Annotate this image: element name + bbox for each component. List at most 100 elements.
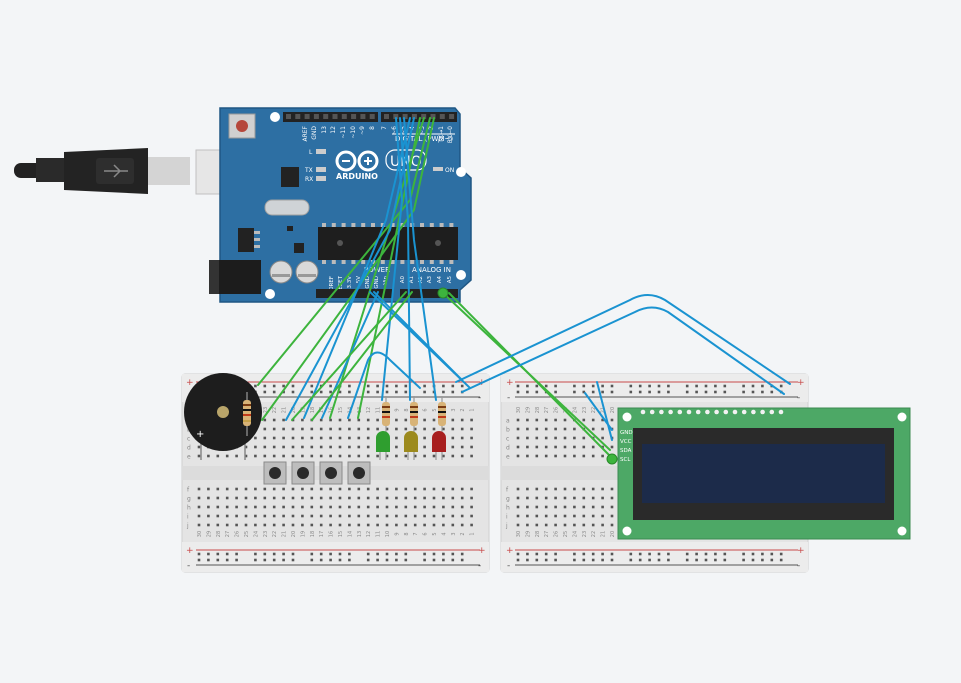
breadboard-hole[interactable] (685, 558, 689, 562)
breadboard-hole[interactable] (761, 558, 764, 562)
breadboard-hole[interactable] (573, 445, 576, 449)
breadboard-hole[interactable] (770, 390, 774, 394)
breadboard-hole[interactable] (310, 514, 314, 518)
breadboard-hole[interactable] (470, 418, 473, 422)
breadboard-hole[interactable] (563, 496, 567, 500)
breadboard-hole[interactable] (310, 390, 314, 394)
breadboard-hole[interactable] (610, 496, 614, 500)
breadboard-hole[interactable] (470, 427, 473, 431)
breadboard-hole[interactable] (329, 496, 332, 500)
breadboard-hole[interactable] (272, 384, 276, 388)
breadboard-hole[interactable] (751, 552, 755, 556)
breadboard-hole[interactable] (319, 523, 323, 527)
breadboard-hole[interactable] (272, 505, 276, 509)
breadboard-hole[interactable] (451, 523, 455, 527)
breadboard-hole[interactable] (357, 436, 361, 440)
lcd-header-pin[interactable] (714, 409, 719, 415)
breadboard-hole[interactable] (723, 552, 727, 556)
breadboard-hole[interactable] (197, 496, 201, 500)
breadboard-hole[interactable] (751, 384, 755, 388)
breadboard-hole[interactable] (442, 487, 445, 491)
breadboard-hole[interactable] (432, 496, 436, 500)
breadboard-hole[interactable] (535, 505, 539, 509)
pushbutton-cap[interactable] (353, 467, 365, 479)
breadboard-hole[interactable] (451, 418, 455, 422)
breadboard-hole[interactable] (554, 487, 557, 491)
header-pin[interactable] (323, 114, 329, 119)
breadboard-hole[interactable] (423, 505, 426, 509)
breadboard-hole[interactable] (291, 496, 295, 500)
breadboard-hole[interactable] (460, 454, 464, 458)
breadboard-hole[interactable] (451, 505, 455, 509)
breadboard-hole[interactable] (544, 427, 548, 431)
breadboard-hole[interactable] (272, 454, 276, 458)
breadboard-hole[interactable] (648, 384, 651, 388)
breadboard-hole[interactable] (366, 558, 370, 562)
breadboard-hole[interactable] (544, 487, 548, 491)
breadboard-hole[interactable] (432, 454, 436, 458)
breadboard-hole[interactable] (329, 523, 332, 527)
breadboard-hole[interactable] (301, 496, 304, 500)
breadboard-hole[interactable] (742, 384, 745, 388)
breadboard-hole[interactable] (254, 445, 257, 449)
breadboard-hole[interactable] (282, 487, 285, 491)
breadboard-hole[interactable] (526, 552, 529, 556)
breadboard-hole[interactable] (348, 496, 351, 500)
breadboard-hole[interactable] (301, 523, 304, 527)
breadboard-hole[interactable] (779, 384, 783, 388)
header-pin[interactable] (402, 114, 408, 119)
breadboard-hole[interactable] (423, 384, 426, 388)
breadboard-hole[interactable] (395, 418, 398, 422)
breadboard-hole[interactable] (282, 496, 285, 500)
breadboard-hole[interactable] (395, 436, 398, 440)
breadboard-hole[interactable] (629, 390, 633, 394)
breadboard-hole[interactable] (704, 384, 708, 388)
breadboard-hole[interactable] (329, 436, 332, 440)
breadboard-hole[interactable] (357, 454, 361, 458)
breadboard-hole[interactable] (254, 514, 257, 518)
breadboard-hole[interactable] (601, 390, 604, 394)
breadboard-hole[interactable] (582, 390, 586, 394)
breadboard-hole[interactable] (470, 436, 473, 440)
breadboard-hole[interactable] (544, 436, 548, 440)
breadboard-hole[interactable] (554, 523, 557, 527)
breadboard-hole[interactable] (423, 558, 426, 562)
breadboard-hole[interactable] (451, 487, 455, 491)
breadboard-hole[interactable] (667, 390, 670, 394)
breadboard-hole[interactable] (272, 514, 276, 518)
breadboard-hole[interactable] (404, 427, 408, 431)
breadboard-hole[interactable] (404, 558, 408, 562)
breadboard-hole[interactable] (601, 445, 604, 449)
wire-blue-long[interactable] (461, 306, 785, 395)
breadboard-hole[interactable] (395, 390, 398, 394)
breadboard-hole[interactable] (470, 445, 473, 449)
breadboard-hole[interactable] (610, 505, 614, 509)
breadboard-hole[interactable] (197, 552, 201, 556)
breadboard-hole[interactable] (207, 496, 210, 500)
breadboard-hole[interactable] (685, 390, 689, 394)
breadboard-hole[interactable] (348, 552, 351, 556)
wire-green[interactable] (261, 117, 435, 421)
breadboard-hole[interactable] (516, 427, 520, 431)
led-yellow[interactable] (404, 431, 418, 460)
breadboard-hole[interactable] (535, 496, 539, 500)
breadboard-hole[interactable] (254, 558, 257, 562)
breadboard-hole[interactable] (207, 514, 210, 518)
lcd-header-pin[interactable] (686, 409, 692, 415)
breadboard-hole[interactable] (348, 384, 351, 388)
breadboard-hole[interactable] (714, 384, 717, 388)
breadboard-hole[interactable] (526, 445, 529, 449)
breadboard-hole[interactable] (235, 454, 238, 458)
breadboard-hole[interactable] (516, 487, 520, 491)
breadboard-hole[interactable] (591, 384, 595, 388)
breadboard-hole[interactable] (244, 487, 248, 491)
breadboard-hole[interactable] (657, 552, 661, 556)
breadboard-hole[interactable] (601, 514, 604, 518)
breadboard-hole[interactable] (225, 505, 229, 509)
breadboard-hole[interactable] (667, 558, 670, 562)
breadboard-hole[interactable] (610, 514, 614, 518)
breadboard-hole[interactable] (535, 523, 539, 527)
breadboard-hole[interactable] (413, 487, 417, 491)
